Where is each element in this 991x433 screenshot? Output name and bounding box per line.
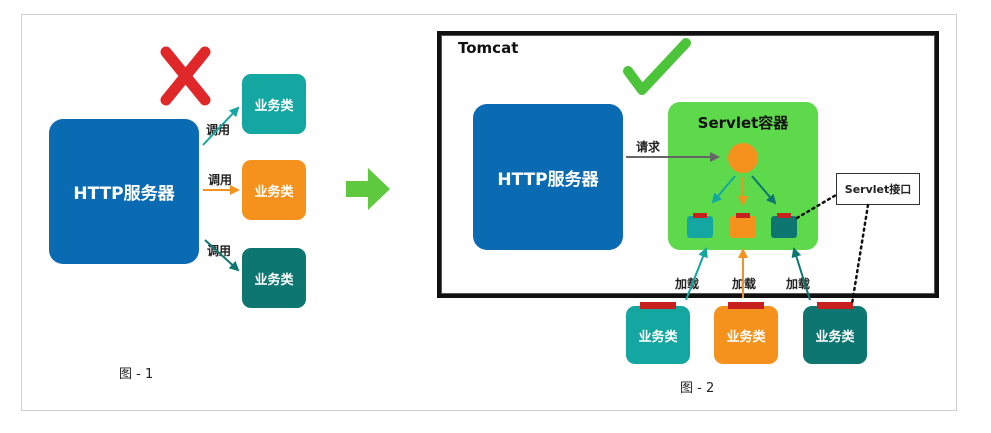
load-arrow-right: [791, 247, 811, 301]
cross-mark-icon: [160, 46, 211, 106]
fig2-biz-label-right: 业务类: [815, 329, 855, 345]
fig2-http-server-label: HTTP服务器: [497, 169, 599, 190]
right-arrow-icon: [346, 168, 390, 210]
load-label-middle: 加载: [732, 277, 757, 291]
fig2-http-server: HTTP服务器: [473, 104, 623, 250]
interface-dotted-line-top: [795, 193, 838, 220]
check-mark-icon: [623, 38, 691, 95]
fig1-http-server-label: HTTP服务器: [73, 184, 175, 204]
fig2-biz-box-middle-cap: [728, 302, 764, 309]
fig2-biz-label-middle: 业务类: [726, 329, 766, 345]
loaded-biz-mini-middle: [730, 216, 756, 238]
fig1-biz-box-middle: 业务类: [242, 160, 306, 220]
fig1-biz-label-middle: 业务类: [254, 184, 294, 200]
fig1-call-label-middle: 调用: [208, 173, 233, 187]
fig1-caption: 图 - 1: [119, 367, 154, 382]
loaded-biz-mini-left-cap: [693, 213, 707, 218]
fig1-biz-label-bottom: 业务类: [254, 272, 294, 288]
dispatch-arrow-right: [751, 175, 777, 205]
fig1-biz-label-top: 业务类: [254, 98, 294, 114]
tomcat-title: Tomcat: [458, 39, 519, 57]
fig2-biz-box-middle: 业务类: [714, 306, 778, 364]
load-arrow-left: [685, 247, 708, 301]
loaded-biz-mini-left: [687, 216, 713, 238]
fig2-caption: 图 - 2: [680, 381, 715, 396]
fig2-biz-box-left-cap: [640, 302, 676, 309]
servlet-container-title: Servlet容器: [697, 114, 789, 132]
fig2-biz-box-right: 业务类: [803, 306, 867, 364]
fig1-call-arrow-bottom: [204, 239, 240, 272]
fig1-http-server: HTTP服务器: [49, 119, 199, 264]
fig2-biz-box-right-cap: [817, 302, 853, 309]
fig1-call-arrow-top: [202, 106, 240, 146]
dispatcher-node: [728, 143, 758, 173]
fig1-biz-box-bottom: 业务类: [242, 248, 306, 308]
dispatch-arrow-left: [711, 175, 736, 204]
interface-dotted-line-bottom: [850, 203, 870, 306]
loaded-biz-mini-middle-cap: [736, 213, 750, 218]
loaded-biz-mini-right-cap: [777, 213, 791, 218]
servlet-interface-box: Servlet接口: [836, 173, 920, 205]
fig2-biz-label-left: 业务类: [638, 329, 678, 345]
fig1-biz-box-top: 业务类: [242, 74, 306, 134]
request-label: 请求: [636, 140, 661, 154]
loaded-biz-mini-right: [771, 216, 797, 238]
servlet-interface-label: Servlet接口: [844, 183, 912, 196]
fig2-biz-box-left: 业务类: [626, 306, 690, 364]
